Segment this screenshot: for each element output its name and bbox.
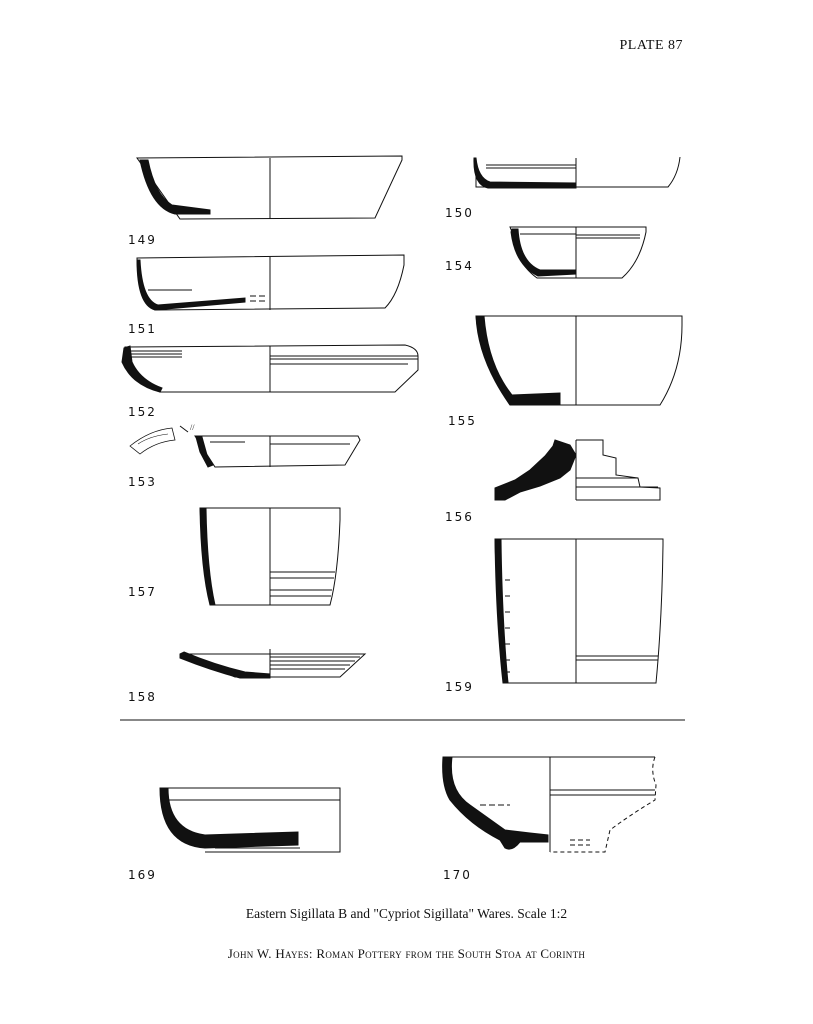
figure-label-154: 154 <box>445 259 474 273</box>
pottery-profile-153: // <box>129 423 361 468</box>
pottery-profile-159 <box>494 538 664 684</box>
figure-label-149: 149 <box>128 233 157 247</box>
pottery-profile-158 <box>179 649 367 679</box>
figure-label-152: 152 <box>128 405 157 419</box>
plate-caption: Eastern Sigillata B and "Cypriot Sigilla… <box>245 906 568 921</box>
figure-label-159: 159 <box>445 680 474 694</box>
figure-label-169: 169 <box>128 868 157 882</box>
figure-label-150: 150 <box>445 206 474 220</box>
plate-number: PLATE 87 <box>619 38 683 53</box>
pottery-profile-157 <box>199 507 341 606</box>
figure-label-153: 153 <box>128 475 157 489</box>
pottery-profile-169 <box>159 787 341 853</box>
figure-label-155: 155 <box>448 414 477 428</box>
figure-label-170: 170 <box>443 868 472 882</box>
pottery-profile-154 <box>509 226 647 279</box>
figure-label-157: 157 <box>128 585 157 599</box>
figure-label-151: 151 <box>128 322 157 336</box>
pottery-profile-152 <box>121 344 419 393</box>
pottery-profile-156 <box>494 439 661 501</box>
svg-text://: // <box>190 423 195 432</box>
pottery-profile-149 <box>136 155 403 220</box>
figure-label-156: 156 <box>445 510 474 524</box>
figure-label-158: 158 <box>128 690 157 704</box>
pottery-profile-170 <box>442 756 657 853</box>
plate-credit: John W. Hayes: Roman Pottery from the So… <box>227 946 586 961</box>
pottery-profile-150 <box>473 156 681 189</box>
pottery-profile-155 <box>475 315 683 406</box>
pottery-profile-151 <box>136 254 405 311</box>
